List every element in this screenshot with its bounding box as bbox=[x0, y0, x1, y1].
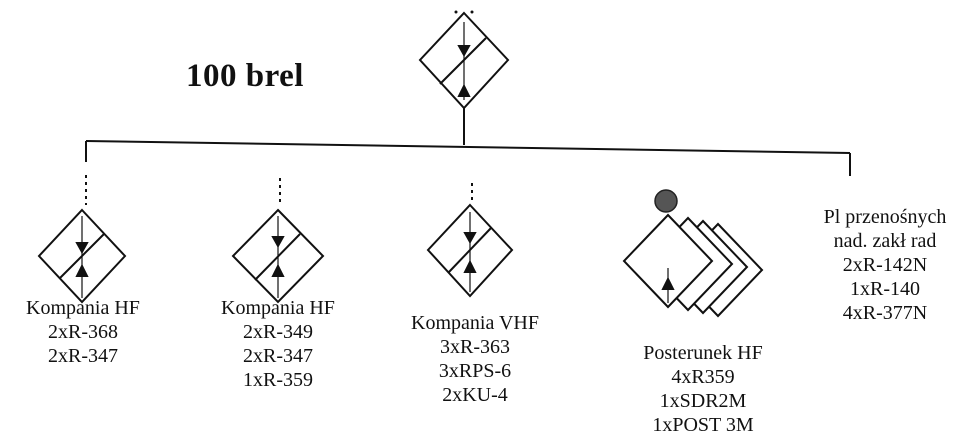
hq-dot bbox=[470, 10, 474, 14]
unit-equipment: 2xR-349 bbox=[243, 321, 313, 343]
unit-symbol-4 bbox=[622, 189, 764, 318]
unit-diamond bbox=[426, 203, 514, 298]
unit-equipment: 1xPOST 3M bbox=[652, 414, 754, 436]
unit-equipment: 2xKU-4 bbox=[442, 384, 508, 406]
unit-symbol-3 bbox=[426, 203, 514, 298]
unit-equipment: 4xR-377N bbox=[842, 302, 928, 324]
unit-diamond bbox=[37, 208, 127, 304]
horizontal-bus bbox=[85, 140, 851, 154]
unit-label-3: Kompania VHF 3xR-363 3xRPS-6 2xKU-4 bbox=[390, 311, 560, 407]
unit-equipment: 3xRPS-6 bbox=[438, 360, 512, 382]
unit-symbol-1 bbox=[37, 208, 127, 304]
unit-name: Kompania VHF bbox=[411, 312, 539, 334]
unit-label-4: Posterunek HF 4xR359 1xSDR2M 1xPOST 3M bbox=[618, 341, 788, 437]
hq-down-arrow-icon bbox=[457, 45, 471, 58]
hq-up-arrow-icon bbox=[457, 83, 471, 97]
diagram-title: 100 brel bbox=[186, 58, 304, 94]
unit-equipment: 1xR-359 bbox=[243, 369, 313, 391]
unit-name: Kompania HF bbox=[26, 297, 140, 319]
unit-equipment: nad. zakł rad bbox=[833, 230, 937, 252]
unit-equipment: 1xSDR2M bbox=[659, 390, 747, 412]
unit-label-2: Kompania HF 2xR-349 2xR-347 1xR-359 bbox=[203, 296, 353, 392]
hq-unit-symbol bbox=[418, 10, 510, 110]
unit-equipment: 1xR-140 bbox=[850, 278, 920, 300]
unit-diamond bbox=[231, 208, 325, 304]
unit-equipment: 4xR359 bbox=[671, 366, 735, 388]
down-arrow-icon bbox=[463, 232, 477, 245]
unit-symbol-2 bbox=[231, 208, 325, 304]
down-arrow-icon bbox=[271, 236, 285, 249]
unit-name: Kompania HF bbox=[221, 297, 335, 319]
unit-equipment: 2xR-347 bbox=[48, 345, 118, 367]
up-arrow-icon bbox=[75, 263, 89, 277]
unit-equipment: 2xR-347 bbox=[243, 345, 313, 367]
connector-tree bbox=[85, 108, 851, 205]
unit-name: Posterunek HF bbox=[643, 342, 763, 364]
unit-equipment: 2xR-142N bbox=[842, 254, 928, 276]
unit-equipment: 3xR-363 bbox=[440, 336, 510, 358]
hatched-circle-icon bbox=[654, 189, 678, 213]
up-arrow-icon bbox=[463, 259, 477, 273]
hq-divider bbox=[439, 37, 487, 85]
stacked-diamond bbox=[622, 213, 714, 309]
unit-name: Pl przenośnych bbox=[823, 206, 947, 228]
hq-dot bbox=[454, 10, 458, 14]
unit-label-5: Pl przenośnych nad. zakł rad 2xR-142N 1x… bbox=[800, 205, 970, 325]
up-arrow-icon bbox=[661, 276, 675, 290]
down-arrow-icon bbox=[75, 242, 89, 255]
up-arrow-icon bbox=[271, 263, 285, 277]
unit-label-1: Kompania HF 2xR-368 2xR-347 bbox=[8, 296, 158, 368]
unit-equipment: 2xR-368 bbox=[48, 321, 118, 343]
